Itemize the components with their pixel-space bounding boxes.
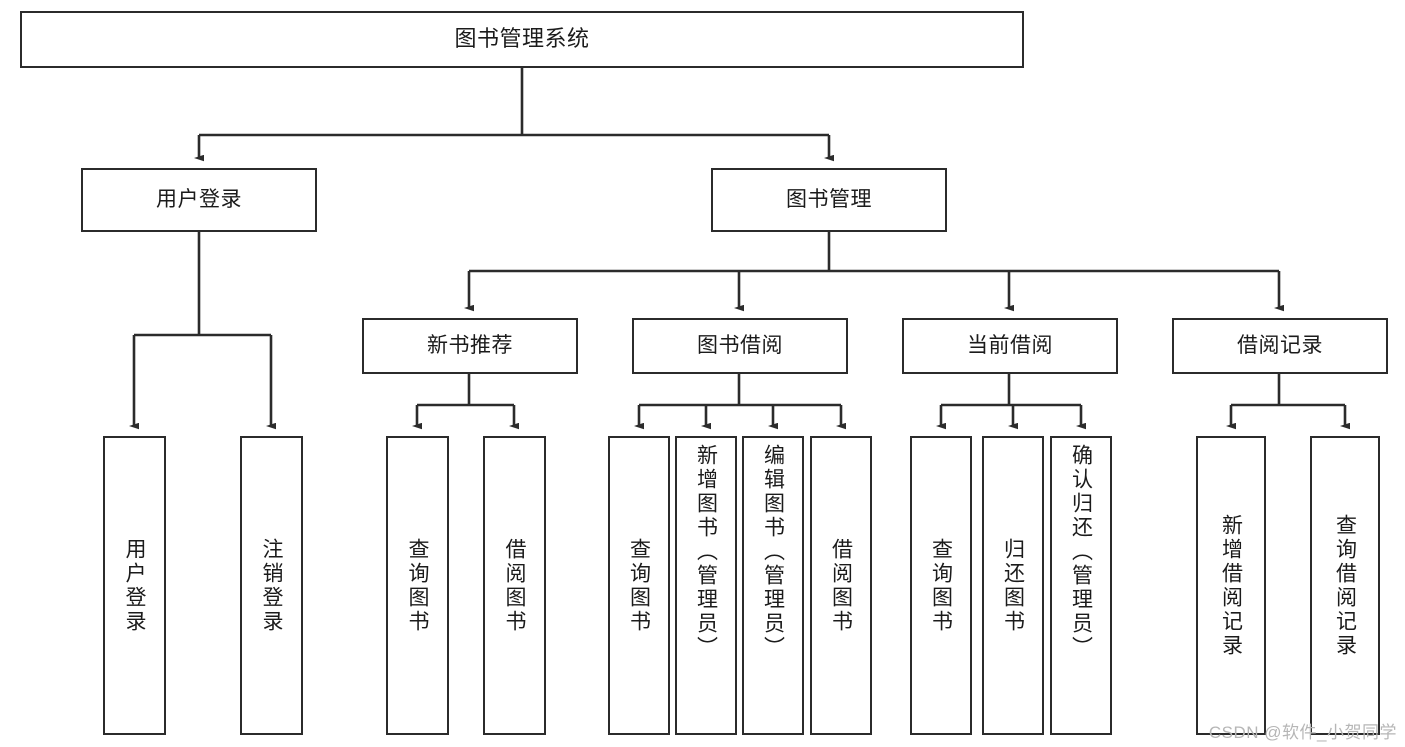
leaf-text-wrap: 确认归还（管理员） (1052, 438, 1110, 733)
leaf-text-wrap: 编辑图书（管理员） (744, 438, 802, 733)
leaf-text-wrap: 查询借阅记录 (1312, 438, 1378, 733)
leaf-borrow-book-borrow[interactable]: 借阅图书 (810, 436, 872, 735)
leaf-text-wrap: 归还图书 (984, 438, 1042, 733)
node-label: 新书推荐 (427, 334, 513, 358)
node-label: 借阅图书 (829, 537, 853, 634)
leaf-query-borrow-record[interactable]: 查询借阅记录 (1310, 436, 1380, 735)
leaf-text-wrap: 新增图书（管理员） (677, 438, 735, 733)
node-label: 新增借阅记录 (1219, 513, 1243, 658)
node-label: 借阅记录 (1237, 334, 1323, 358)
leaf-text-wrap: 用户登录 (105, 438, 164, 733)
node-label: 查询图书 (627, 537, 651, 634)
node-label: 图书管理 (786, 188, 872, 212)
leaf-text-wrap: 查询图书 (912, 438, 970, 733)
leaf-query-book-current[interactable]: 查询图书 (910, 436, 972, 735)
node-label: 确认归还（管理员） (1069, 444, 1093, 660)
node-label: 图书管理系统 (454, 26, 590, 52)
node-label: 图书借阅 (697, 334, 783, 358)
csdn-watermark: CSDN @软件_小贺同学 (1208, 723, 1397, 742)
book-manage-connectors (464, 232, 1284, 312)
borrow-record-connectors (1226, 374, 1350, 430)
book-borrow-connectors (634, 374, 846, 430)
leaf-add-borrow-record[interactable]: 新增借阅记录 (1196, 436, 1266, 735)
node-label: 查询借阅记录 (1333, 513, 1357, 658)
leaf-confirm-return-admin[interactable]: 确认归还（管理员） (1050, 436, 1112, 735)
leaf-text-wrap: 借阅图书 (812, 438, 870, 733)
root-connectors (194, 68, 834, 162)
new-book-rec-connectors (412, 374, 519, 430)
leaf-text-wrap: 新增借阅记录 (1198, 438, 1264, 733)
node-label: 编辑图书（管理员） (761, 444, 785, 660)
node-label: 归还图书 (1001, 537, 1025, 634)
leaf-logout[interactable]: 注销登录 (240, 436, 303, 735)
node-label: 借阅图书 (503, 537, 526, 634)
node-label: 注销登录 (260, 537, 283, 634)
leaf-text-wrap: 注销登录 (242, 438, 301, 733)
node-label: 查询图书 (406, 537, 429, 634)
node-label: 新增图书（管理员） (694, 444, 718, 660)
node-current-borrow[interactable]: 当前借阅 (902, 318, 1118, 374)
node-borrow-record[interactable]: 借阅记录 (1172, 318, 1388, 374)
leaf-user-login[interactable]: 用户登录 (103, 436, 166, 735)
current-borrow-connectors (936, 374, 1086, 430)
node-label: 用户登录 (156, 188, 242, 212)
node-book-manage[interactable]: 图书管理 (711, 168, 947, 232)
leaf-add-book-admin[interactable]: 新增图书（管理员） (675, 436, 737, 735)
leaf-text-wrap: 查询图书 (388, 438, 447, 733)
leaf-text-wrap: 查询图书 (610, 438, 668, 733)
leaf-return-book[interactable]: 归还图书 (982, 436, 1044, 735)
node-root-system[interactable]: 图书管理系统 (20, 11, 1024, 68)
node-book-borrow[interactable]: 图书借阅 (632, 318, 848, 374)
node-label: 用户登录 (123, 537, 146, 634)
leaf-borrow-book-recommend[interactable]: 借阅图书 (483, 436, 546, 735)
leaf-query-book-recommend[interactable]: 查询图书 (386, 436, 449, 735)
leaf-edit-book-admin[interactable]: 编辑图书（管理员） (742, 436, 804, 735)
user-login-connectors (129, 232, 276, 430)
node-label: 查询图书 (929, 537, 953, 634)
node-label: 当前借阅 (967, 334, 1053, 358)
node-user-login[interactable]: 用户登录 (81, 168, 317, 232)
node-new-book-recommend[interactable]: 新书推荐 (362, 318, 578, 374)
leaf-query-book-borrow[interactable]: 查询图书 (608, 436, 670, 735)
leaf-text-wrap: 借阅图书 (485, 438, 544, 733)
